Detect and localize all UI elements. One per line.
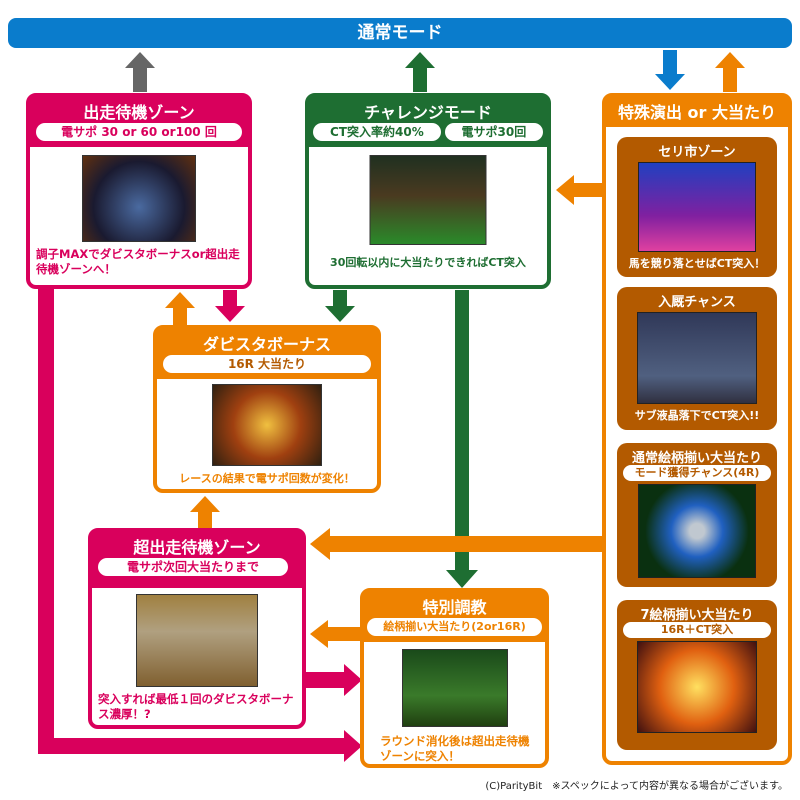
nyukyu-title: 入厩チャンス bbox=[658, 295, 736, 310]
arrow-standby-to-dabista bbox=[215, 290, 245, 322]
training-caption: ラウンド消化後は超出走待機ゾーンに突入！ bbox=[380, 734, 530, 763]
arrow-standby-to-training bbox=[38, 286, 362, 762]
training-title: 特別調教 bbox=[422, 598, 487, 617]
arrow-special-to-normal bbox=[715, 52, 745, 92]
standby-caption: 調子MAXでダビスタボーナスor超出走待機ゾーンへ！ bbox=[36, 247, 240, 276]
arrow-challenge-to-dabista bbox=[325, 290, 355, 322]
training-pill: 絵柄揃い大当たり(2or16R) bbox=[367, 618, 542, 636]
seven-symbol-screenshot bbox=[637, 641, 757, 733]
normal-symbol-screenshot bbox=[638, 484, 756, 578]
seven-symbol-pill: 16R＋CT突入 bbox=[623, 622, 771, 638]
training-screenshot bbox=[401, 649, 508, 727]
arrow-challenge-to-training bbox=[446, 290, 478, 588]
standby-zone-box: 出走待機ゾーン 電サポ 30 or 60 or100 回 調子MAXでダビスタボ… bbox=[26, 93, 252, 289]
seri-zone-screenshot bbox=[638, 162, 756, 252]
challenge-pill-ct: CT突入率約40% bbox=[313, 123, 441, 141]
seri-zone-card: セリ市ゾーン 馬を競り落とせばCT突入！ bbox=[617, 137, 777, 277]
standby-pill: 電サポ 30 or 60 or100 回 bbox=[36, 123, 242, 141]
seven-symbol-title: 7絵柄揃い大当たり bbox=[640, 608, 754, 623]
nyukyu-caption: サブ液晶落下でCT突入!! bbox=[634, 409, 760, 422]
challenge-mode-box: チャレンジモード CT突入率約40% 電サポ30回 30回転以内に大当たりできれ… bbox=[305, 93, 551, 289]
arrow-special-to-super bbox=[310, 528, 604, 560]
dabista-bonus-box: ダビスタボーナス 16R 大当たり レースの結果で電サポ回数が変化！ bbox=[153, 325, 381, 493]
super-standby-pill: 電サポ次回大当たりまで bbox=[98, 558, 288, 576]
challenge-caption: 30回転以内に大当たりできればCT突入 bbox=[330, 256, 526, 269]
standby-screenshot bbox=[82, 155, 196, 242]
arrow-challenge-to-normal bbox=[405, 52, 435, 92]
challenge-title: チャレンジモード bbox=[364, 103, 492, 122]
dabista-caption: レースの結果で電サポ回数が変化！ bbox=[179, 472, 355, 485]
nyukyu-screenshot bbox=[637, 312, 757, 404]
special-title: 特殊演出 or 大当たり bbox=[617, 103, 777, 122]
seri-zone-title: セリ市ゾーン bbox=[658, 145, 736, 160]
standby-title: 出走待機ゾーン bbox=[83, 103, 195, 122]
dabista-pill: 16R 大当たり bbox=[163, 355, 371, 373]
arrow-dabista-to-standby bbox=[165, 292, 195, 326]
arrow-standby-to-normal bbox=[125, 52, 155, 92]
normal-mode-bar: 通常モード bbox=[8, 18, 792, 48]
normal-symbol-title: 通常絵柄揃い大当たり bbox=[631, 451, 762, 466]
nyukyu-chance-card: 入厩チャンス サブ液晶落下でCT突入!! bbox=[617, 287, 777, 430]
super-standby-zone-box: 超出走待機ゾーン 電サポ次回大当たりまで 突入すれば最低１回のダビスタボーナス濃… bbox=[88, 528, 306, 729]
super-standby-screenshot bbox=[136, 594, 258, 687]
super-standby-caption: 突入すれば最低１回のダビスタボーナス濃厚！? bbox=[98, 692, 294, 721]
copyright-footer: (C)ParityBit ※スペックによって内容が異なる場合がございます。 bbox=[485, 781, 788, 792]
dabista-title: ダビスタボーナス bbox=[202, 335, 331, 354]
challenge-pill-densapo: 電サポ30回 bbox=[444, 123, 543, 141]
normal-symbol-card: 通常絵柄揃い大当たり モード獲得チャンス(4R) bbox=[617, 443, 777, 587]
dabista-screenshot bbox=[212, 384, 322, 466]
arrow-normal-to-special bbox=[655, 50, 685, 90]
arrow-special-to-challenge bbox=[556, 175, 604, 205]
normal-symbol-pill: モード獲得チャンス(4R) bbox=[623, 465, 771, 481]
seven-symbol-card: 7絵柄揃い大当たり 16R＋CT突入 bbox=[617, 600, 777, 750]
arrow-super-to-training bbox=[306, 664, 362, 696]
arrow-super-to-dabista bbox=[190, 496, 220, 530]
special-training-box: 特別調教 絵柄揃い大当たり(2or16R) ラウンド消化後は超出走待機ゾーンに突… bbox=[360, 588, 549, 768]
super-standby-title: 超出走待機ゾーン bbox=[133, 538, 261, 557]
arrow-training-to-super bbox=[310, 620, 362, 648]
seri-zone-caption: 馬を競り落とせばCT突入！ bbox=[628, 257, 766, 270]
challenge-screenshot bbox=[369, 155, 487, 245]
